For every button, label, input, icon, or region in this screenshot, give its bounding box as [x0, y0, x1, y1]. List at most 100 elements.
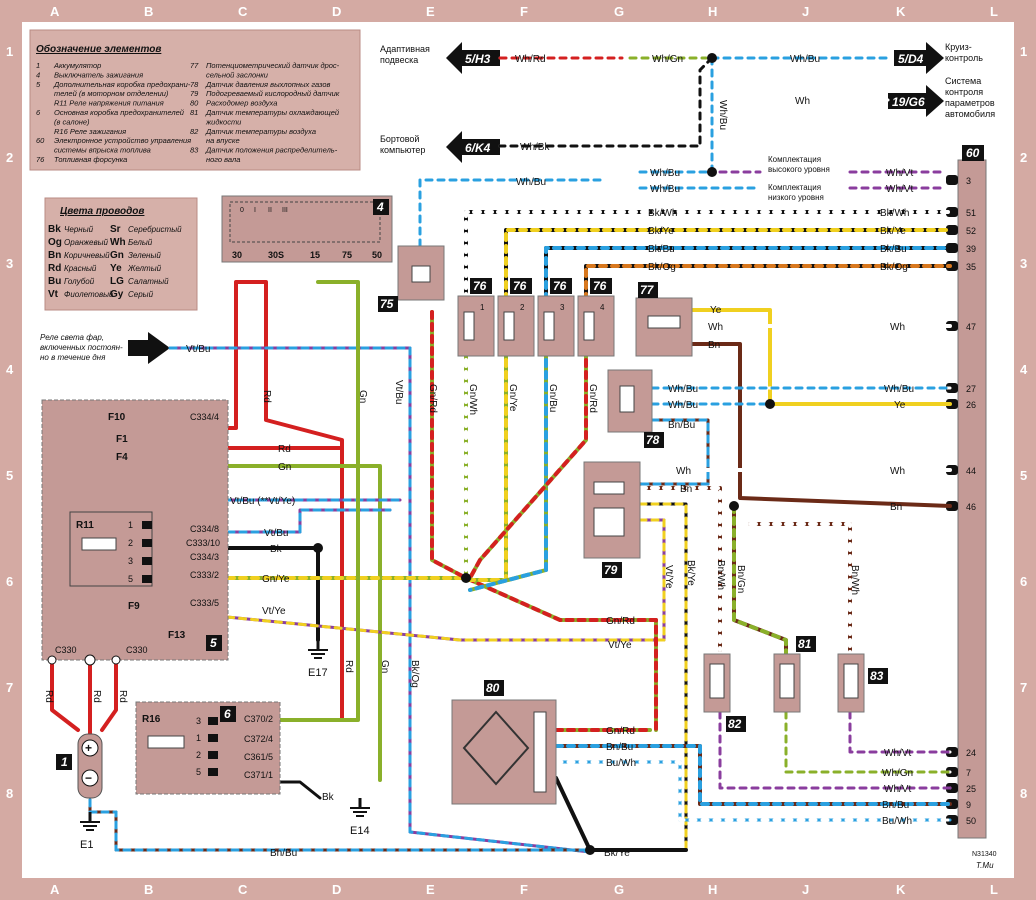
relay-pin	[142, 539, 152, 547]
ecu-pin-number: 25	[966, 784, 976, 794]
wire-label: Gn/Rd	[587, 384, 598, 413]
legend-num: 60	[36, 136, 45, 145]
wire-code: Bu	[48, 276, 61, 287]
relay-pin	[142, 521, 152, 529]
component-label-4: 4	[376, 200, 384, 214]
legend-text: Электронное устройство управления	[54, 136, 191, 145]
svg-text:параметров: параметров	[945, 98, 995, 108]
wire-label: Gn/Rd	[427, 384, 438, 413]
relay-pin	[208, 768, 218, 776]
wire-label: Bu/Wh	[606, 758, 636, 769]
svg-text:C334/4: C334/4	[190, 412, 219, 422]
wire-label: Gn	[278, 462, 291, 473]
battery-1: + − 1	[56, 733, 103, 799]
wire-stripe	[168, 346, 592, 854]
ecu-pin	[946, 747, 958, 757]
component-label-81: 81	[798, 637, 812, 651]
injector-coil	[583, 311, 595, 341]
svg-text:−: −	[85, 771, 92, 785]
injector-tag	[550, 278, 572, 294]
wire	[690, 308, 952, 406]
ruler-row-4: 4	[6, 362, 14, 377]
component-label-82: 82	[728, 717, 742, 731]
legend-num: 77	[190, 61, 199, 70]
wire	[278, 780, 322, 800]
wire-label: Wh/Gn	[652, 54, 683, 65]
wire-code: Bn	[48, 250, 61, 261]
legend-text: R11 Реле напряжения питания	[54, 99, 164, 108]
wire-label: Gn/Ye	[507, 384, 518, 412]
ecu-pin-number: 27	[966, 384, 976, 394]
svg-text:C371/1: C371/1	[244, 770, 273, 780]
ecu-pin-number: 26	[966, 400, 976, 410]
ruler-col-D: D	[332, 4, 341, 19]
ground-e14: E14	[350, 798, 370, 837]
legend-text: Датчик давления выхлопных газов	[205, 80, 331, 89]
wire-name: Фиолетовый	[64, 290, 114, 299]
injector-tag	[470, 278, 492, 294]
ruler-row-3: 3	[6, 256, 13, 271]
injector-body	[497, 295, 535, 357]
ecu-pin-number: 50	[966, 816, 976, 826]
wire-label: высокого уровня	[768, 165, 830, 174]
wire	[100, 663, 118, 732]
legend-text: телей (в моторном отделении)	[54, 89, 169, 98]
injector-tag	[510, 278, 532, 294]
wires	[50, 53, 952, 855]
wire-label: Wh	[676, 466, 691, 477]
relay-pin	[208, 734, 218, 742]
svg-text:контроль: контроль	[945, 53, 983, 63]
legend-num: 78	[190, 80, 199, 89]
svg-text:C361/5: C361/5	[244, 752, 273, 762]
ruler-col-B: B	[144, 882, 153, 897]
legend-num: 5	[36, 80, 41, 89]
ref-arrow-6k4: 6/K4 Бортовой компьютер	[380, 131, 500, 163]
legend-num: 6	[36, 108, 41, 117]
wire-label: Vt/Ye	[663, 565, 674, 589]
ecu-pin-number: 51	[966, 208, 976, 218]
ruler-row-2: 2	[1020, 150, 1027, 165]
wire-label: Bu/Wh	[882, 816, 912, 827]
wire-label: Gn/Rd	[606, 616, 635, 627]
ruler-col-B: B	[144, 4, 153, 19]
legend-text: Аккумулятор	[53, 61, 101, 70]
switch-terminal: 30S	[268, 250, 284, 260]
wire-stripe	[430, 310, 658, 732]
ruler-col-K: K	[896, 4, 906, 19]
wire-stripe	[584, 264, 952, 302]
wire-stripe	[748, 522, 852, 656]
ruler-col-A: A	[50, 4, 60, 19]
svg-text:C330: C330	[55, 645, 77, 655]
wire-label: Bk/Bu	[880, 244, 907, 255]
ruler-col-F: F	[520, 4, 528, 19]
relay-pin-number: 3	[196, 716, 201, 726]
wire-stripe	[638, 418, 710, 486]
relay-pin-number: 1	[128, 520, 133, 530]
svg-text:E17: E17	[308, 667, 328, 679]
legend-text: сельной заслонки	[206, 70, 269, 79]
svg-text:19/G6: 19/G6	[892, 95, 925, 109]
legend-title: Обозначение элементов	[36, 43, 161, 55]
wire-label: Комплектация	[768, 155, 821, 164]
svg-text:C330: C330	[126, 645, 148, 655]
svg-text:C333/2: C333/2	[190, 570, 219, 580]
wire-code: LG	[110, 276, 124, 287]
wire-label: Rd	[261, 390, 272, 403]
ref-arrow-5d4: 5/D4 Круиз- контроль	[894, 42, 983, 74]
wire-label: Gn/Rd	[606, 726, 635, 737]
ecu-pin-number: 3	[966, 176, 971, 186]
wire	[50, 663, 80, 732]
ruler-row-1: 1	[6, 44, 13, 59]
legend-text: Подогреваемый кислородный датчик	[206, 89, 340, 98]
wire-name: Серый	[128, 290, 154, 299]
wire	[690, 342, 952, 508]
wire-label: Wh	[708, 322, 723, 333]
ruler-col-L: L	[990, 882, 998, 897]
svg-text:+: +	[85, 741, 92, 755]
wire-label: Bk	[322, 792, 335, 803]
ref-arrow-19g6: 19/G6 Система контроля параметров автомо…	[888, 76, 995, 119]
wire-label: Wh/Vt	[886, 184, 913, 195]
